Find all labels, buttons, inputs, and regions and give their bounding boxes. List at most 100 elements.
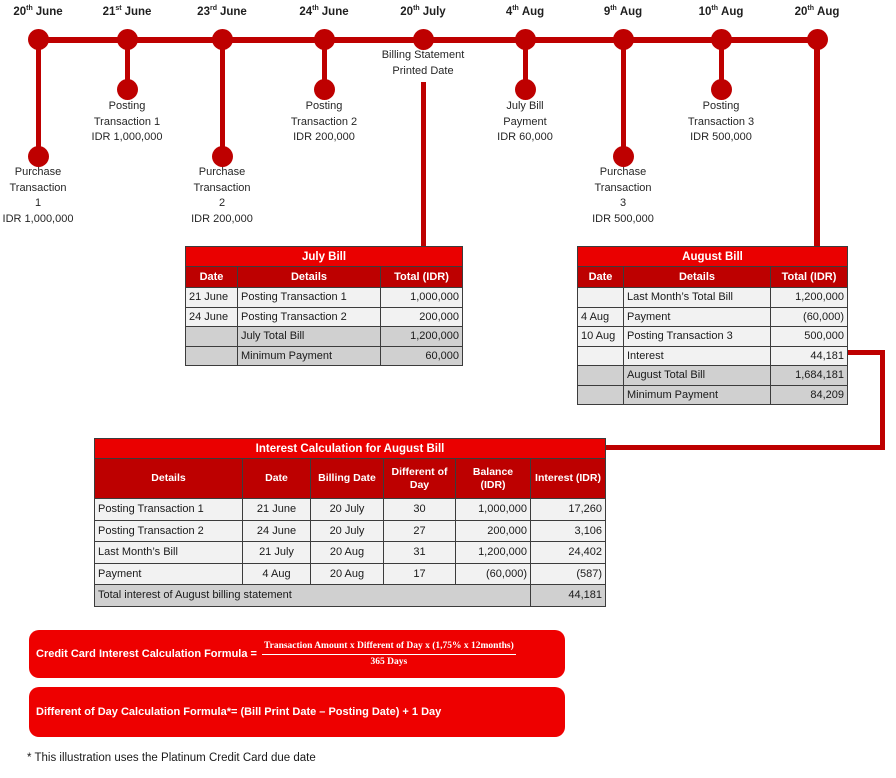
- cell: 500,000: [769, 326, 849, 347]
- cell: 10 Aug: [577, 326, 624, 347]
- total-value: 44,181: [529, 584, 607, 607]
- cell: Posting Transaction 1: [94, 498, 243, 521]
- cell: [577, 287, 624, 308]
- table-row: August Total Bill 1,684,181: [577, 365, 849, 386]
- cell: 31: [383, 541, 456, 564]
- timeline-drop-line: [220, 40, 225, 157]
- table-row: 10 Aug Posting Transaction 3 500,000: [577, 326, 849, 347]
- table-row: Payment 4 Aug 20 Aug 17 (60,000) (587): [94, 562, 607, 585]
- interest-formula-box: Credit Card Interest Calculation Formula…: [29, 630, 565, 678]
- col-header: Billing Date: [310, 458, 384, 499]
- timeline-node-dot: [28, 29, 49, 50]
- cell: 200,000: [455, 519, 531, 542]
- table-row: Minimum Payment 60,000: [185, 345, 464, 366]
- cell: 24,402: [529, 541, 607, 564]
- cell: [185, 345, 238, 366]
- table-row: Last Month’s Total Bill 1,200,000: [577, 287, 849, 308]
- cell: 1,684,181: [769, 365, 849, 386]
- date-day: 20: [13, 5, 27, 18]
- cell: Last Month’s Bill: [94, 541, 243, 564]
- cell: Payment: [623, 306, 771, 327]
- table-row: 24 June Posting Transaction 2 200,000: [185, 306, 464, 327]
- cell: (587): [529, 562, 607, 585]
- fraction-denominator: 365 Days: [370, 656, 408, 667]
- cell: Last Month’s Total Bill: [623, 287, 771, 308]
- table-row: 21 June Posting Transaction 1 1,000,000: [185, 287, 464, 308]
- timeline-node-dot: [515, 29, 536, 50]
- cell: Posting Transaction 3: [623, 326, 771, 347]
- cell: [185, 326, 238, 347]
- cell: [577, 365, 624, 386]
- date-ordinal: th: [26, 5, 33, 12]
- col-header: Date: [577, 266, 624, 288]
- event-label-posting-3: Posting Transaction 3 IDR 500,000: [687, 100, 755, 143]
- col-header: Details: [237, 266, 381, 288]
- table-title: July Bill: [184, 246, 464, 267]
- cell: [577, 384, 624, 405]
- event-label-july-payment: July Bill Payment IDR 60,000: [497, 100, 553, 143]
- connector-july-bill: [421, 82, 426, 246]
- interest-formula-label: Credit Card Interest Calculation Formula…: [36, 648, 257, 660]
- timeline-drop-line: [322, 40, 327, 90]
- timeline-drop-line: [36, 40, 41, 157]
- cell: 20 July: [310, 519, 384, 542]
- cell: 1,200,000: [379, 326, 464, 347]
- table-title-row: August Bill: [576, 246, 849, 267]
- cell: 1,000,000: [379, 287, 464, 308]
- event-label-purchase-1: Purchase Transaction 1 IDR 1,000,000: [2, 166, 74, 225]
- col-header: Details: [94, 458, 243, 499]
- total-label: Total interest of August billing stateme…: [94, 584, 531, 607]
- table-header-row: Date Details Total (IDR): [185, 266, 464, 288]
- connector-interest-v: [880, 350, 885, 450]
- timeline-node-dot: [807, 29, 828, 50]
- day-formula-box: Different of Day Calculation Formula*= (…: [29, 687, 565, 737]
- col-header: Total (IDR): [379, 266, 464, 288]
- cell: 1,200,000: [769, 287, 849, 308]
- table-header-row: Date Details Total (IDR): [577, 266, 849, 288]
- table-header-row: Details Date Billing Date Different of D…: [94, 458, 607, 499]
- date-month: June: [35, 5, 63, 18]
- event-label-posting-1: Posting Transaction 1 IDR 1,000,000: [91, 100, 163, 143]
- connector-interest-h1: [845, 350, 885, 355]
- cell: 21 July: [242, 541, 311, 564]
- timeline-event-dot: [613, 146, 634, 167]
- cell: 60,000: [379, 345, 464, 366]
- table-row: Last Month’s Bill 21 July 20 Aug 31 1,20…: [94, 541, 607, 564]
- fraction-numerator: Transaction Amount x Different of Day x …: [261, 640, 516, 655]
- table-title: August Bill: [576, 246, 849, 267]
- timeline-event-dot: [314, 79, 335, 100]
- cell: 4 Aug: [242, 562, 311, 585]
- cell: August Total Bill: [623, 365, 771, 386]
- table-title-row: July Bill: [184, 246, 464, 267]
- cell: 27: [383, 519, 456, 542]
- event-label-billing-statement: Billing Statement Printed Date: [381, 49, 465, 77]
- august-bill-table: August Bill Date Details Total (IDR) Las…: [576, 246, 849, 405]
- table-row: Minimum Payment 84,209: [577, 384, 849, 405]
- cell: Posting Transaction 1: [237, 287, 381, 308]
- timeline-drop-line: [621, 40, 626, 157]
- day-formula-label: Different of Day Calculation Formula*= (…: [36, 706, 442, 718]
- timeline-node-dot: [314, 29, 335, 50]
- cell: 84,209: [769, 384, 849, 405]
- cell: 20 Aug: [310, 562, 384, 585]
- cell: [577, 345, 624, 366]
- cell: Minimum Payment: [237, 345, 381, 366]
- timeline-drop-line: [523, 40, 528, 90]
- cell: July Total Bill: [237, 326, 381, 347]
- col-header: Interest (IDR): [529, 458, 607, 499]
- event-label-purchase-2: Purchase Transaction 2 IDR 200,000: [191, 166, 253, 225]
- interest-formula-fraction: Transaction Amount x Different of Day x …: [261, 640, 516, 669]
- table-row: July Total Bill 1,200,000: [185, 326, 464, 347]
- cell: (60,000): [769, 306, 849, 327]
- timeline-node-dot: [117, 29, 138, 50]
- cell: Interest: [623, 345, 771, 366]
- footnote: * This illustration uses the Platinum Cr…: [27, 752, 316, 764]
- timeline-node-dot: [212, 29, 233, 50]
